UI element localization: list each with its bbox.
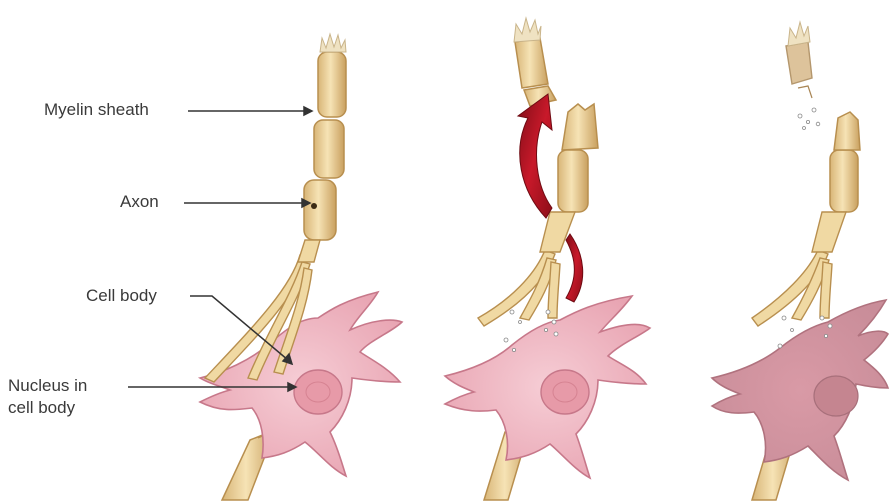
label-cell-body: Cell body: [86, 285, 157, 307]
myelinated-axon: [298, 34, 346, 262]
degenerating-axon-fragment: [786, 22, 812, 98]
label-nucleus-line2: cell body: [8, 397, 87, 419]
axon-branches: [478, 250, 560, 326]
panel-degenerated-neuron: [712, 22, 888, 500]
label-myelin-sheath: Myelin sheath: [44, 99, 149, 121]
label-nucleus-line1: Nucleus in: [8, 375, 87, 397]
severed-axon-fragment: [514, 18, 556, 106]
nucleus: [541, 370, 589, 414]
label-axon: Axon: [120, 191, 159, 213]
nucleus: [814, 376, 858, 416]
cell-body: [712, 300, 888, 480]
nucleus: [294, 370, 342, 414]
panel-injured-neuron: [445, 18, 650, 500]
panel-intact-neuron: [200, 34, 402, 500]
myelinated-axon: [812, 112, 860, 252]
label-nucleus-in-cell-body: Nucleus in cell body: [8, 375, 87, 419]
axon-branches: [752, 250, 832, 326]
